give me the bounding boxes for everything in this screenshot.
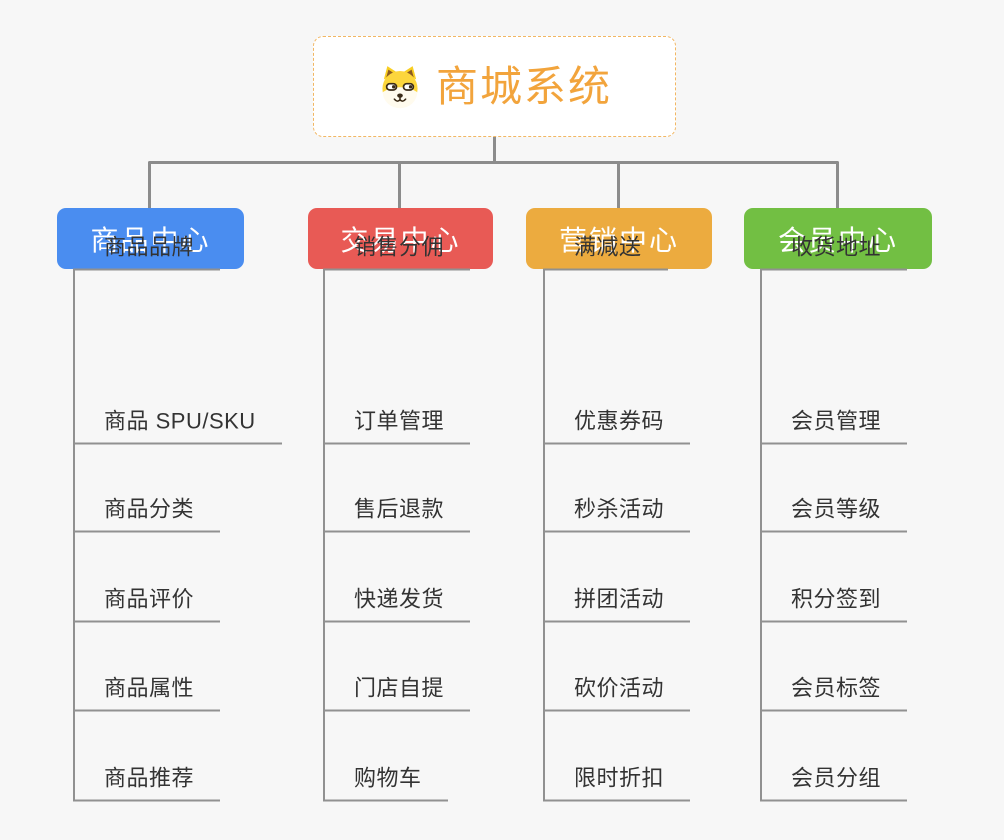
branch-header-label: 营销中心 — [558, 224, 679, 256]
leaf-node[interactable]: 优惠券码 — [543, 408, 691, 444]
leaf-node[interactable]: 满减送 — [543, 234, 668, 270]
leaf-node[interactable]: 售后退款 — [323, 496, 471, 532]
drop-connector-trade — [398, 162, 401, 209]
dog-face-icon — [382, 66, 418, 109]
drop-connector-goods — [148, 162, 151, 209]
leaf-node[interactable]: 商品属性 — [73, 675, 221, 711]
branch-header-label: 交易中心 — [340, 224, 461, 256]
root-node[interactable]: 商城系统 — [313, 36, 676, 137]
leaf-node[interactable]: 订单管理 — [323, 408, 471, 444]
bus-connector — [148, 161, 839, 164]
branch-header-trade[interactable]: 交易中心 — [308, 208, 493, 269]
leaf-node[interactable]: 会员等级 — [760, 496, 908, 532]
leaf-node[interactable]: 门店自提 — [323, 675, 471, 711]
leaf-node[interactable]: 快递发货 — [323, 586, 471, 622]
leaf-node[interactable]: 商品品牌 — [73, 234, 221, 270]
branch-header-label: 会员中心 — [777, 224, 898, 256]
root-stem-connector — [493, 136, 496, 164]
leaf-node[interactable]: 砍价活动 — [543, 675, 691, 711]
leaf-node[interactable]: 积分签到 — [760, 586, 908, 622]
branch-header-label: 商品中心 — [90, 224, 211, 256]
branch-header-member[interactable]: 会员中心 — [744, 208, 932, 269]
leaf-node[interactable]: 秒杀活动 — [543, 496, 691, 532]
branch-spine-connector — [73, 270, 75, 801]
branch-header-goods[interactable]: 商品中心 — [57, 208, 244, 269]
leaf-node[interactable]: 拼团活动 — [543, 586, 691, 622]
leaf-node[interactable]: 商品推荐 — [73, 765, 221, 801]
leaf-node[interactable]: 会员管理 — [760, 408, 908, 444]
branch-header-marketing[interactable]: 营销中心 — [526, 208, 712, 269]
drop-connector-marketing — [617, 162, 620, 209]
leaf-node[interactable]: 商品 SPU/SKU — [73, 408, 282, 444]
leaf-node[interactable]: 收货地址 — [760, 234, 908, 270]
leaf-node[interactable]: 会员分组 — [760, 765, 908, 801]
leaf-node[interactable]: 购物车 — [323, 765, 448, 801]
leaf-node[interactable]: 商品分类 — [73, 496, 221, 532]
leaf-node[interactable]: 限时折扣 — [543, 765, 691, 801]
root-title: 商城系统 — [435, 62, 612, 110]
leaf-node[interactable]: 商品评价 — [73, 586, 221, 622]
leaf-node[interactable]: 会员标签 — [760, 675, 908, 711]
leaf-node[interactable]: 销售分佣 — [323, 234, 471, 270]
drop-connector-member — [836, 162, 839, 209]
branch-spine-connector — [543, 270, 545, 801]
branch-spine-connector — [323, 270, 325, 801]
branch-spine-connector — [760, 270, 762, 801]
